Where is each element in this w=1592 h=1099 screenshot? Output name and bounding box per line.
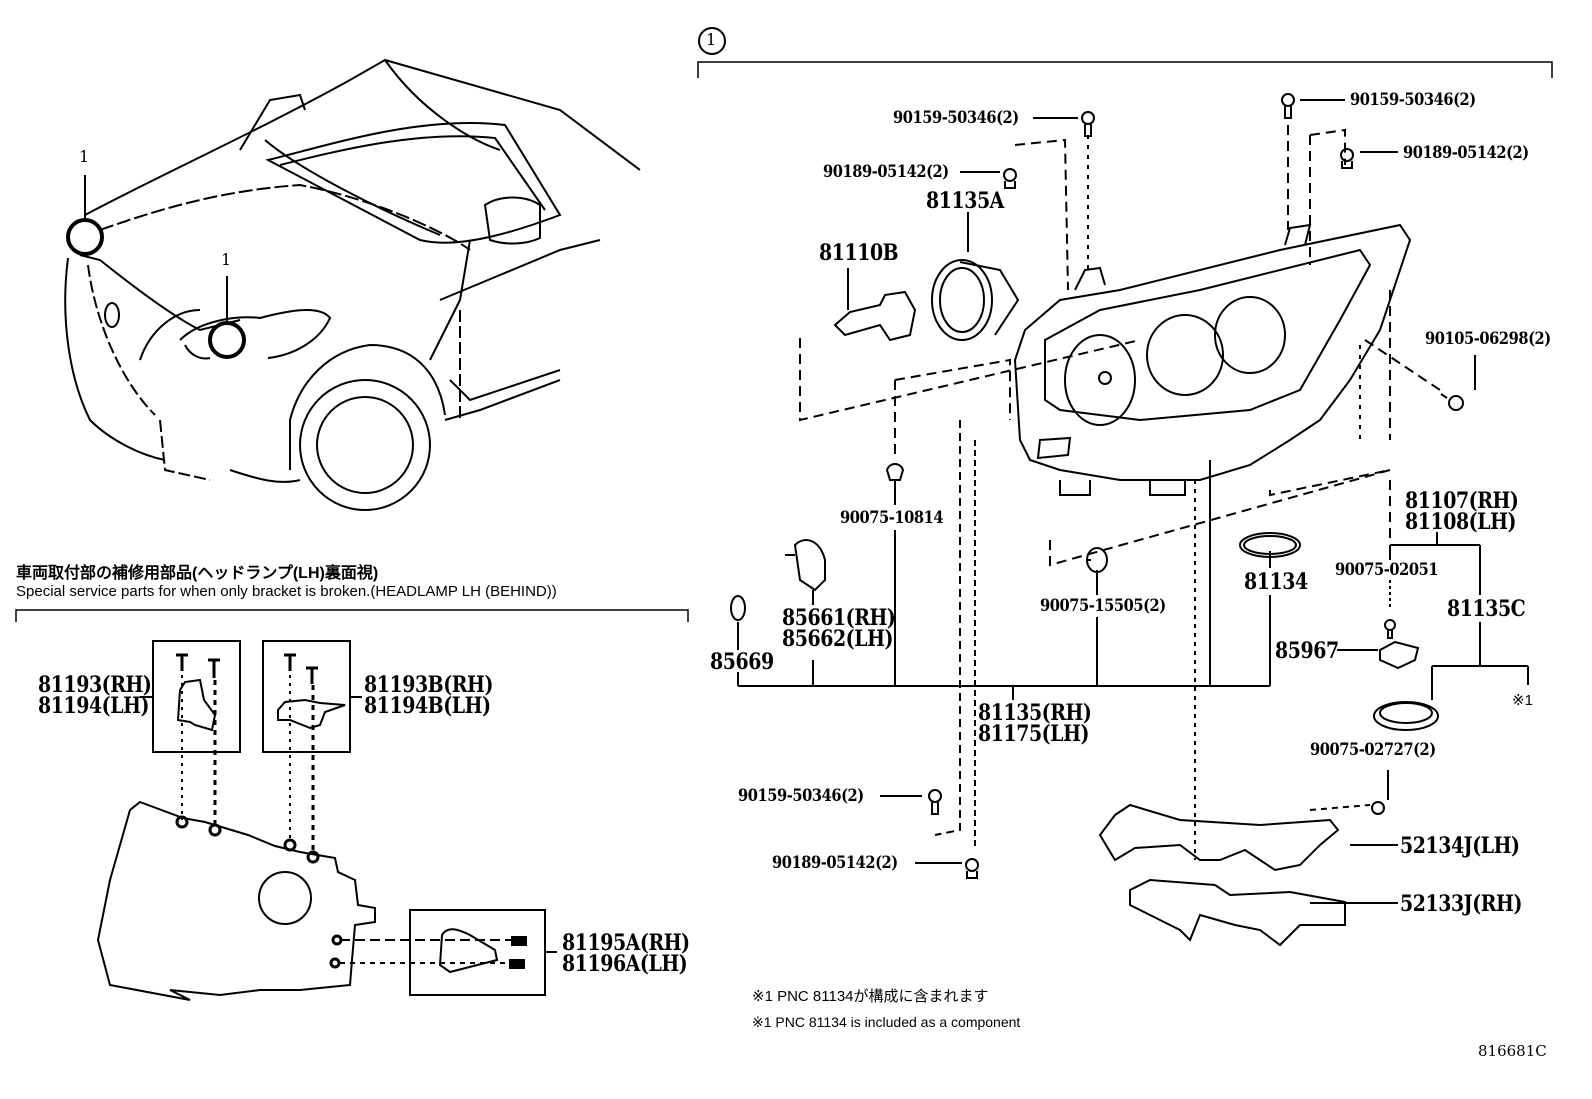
- part-label: 90159-50346(2): [893, 108, 1019, 128]
- part-label: 81193(RH): [38, 672, 152, 698]
- clip-icon: [965, 858, 979, 879]
- footnote-en: ※1 PNC 81134 is included as a component: [752, 1014, 1021, 1030]
- vehicle-callout-1: 1: [79, 147, 90, 166]
- clip-icon: [1340, 148, 1354, 169]
- part-label: 81108(LH): [1405, 509, 1517, 535]
- part-label: 81193B(RH): [364, 672, 494, 698]
- footnote-reference: ※1: [1512, 692, 1533, 709]
- part-label: 90105-06298(2): [1425, 329, 1551, 349]
- part-label: 90075-10814: [840, 508, 944, 528]
- part-label: 90159-50346(2): [738, 786, 864, 806]
- socket-icon: [785, 539, 826, 592]
- screw-icon: [928, 789, 942, 815]
- part-label: 90189-05142(2): [1403, 143, 1529, 163]
- part-label: 90189-05142(2): [772, 853, 898, 873]
- part-label: 52134J(LH): [1400, 833, 1520, 859]
- screw-icon: [1081, 111, 1095, 137]
- part-label: 81110B: [819, 240, 899, 266]
- part-label: 85669: [710, 649, 774, 675]
- part-label: 81107(RH): [1405, 488, 1519, 514]
- vehicle-callout-2: 1: [221, 250, 232, 269]
- headlamp-unit-drawing: [1013, 223, 1412, 496]
- part-label: 85661(RH): [782, 605, 896, 631]
- part-label: 81194(LH): [38, 693, 150, 719]
- part-label: 90159-50346(2): [1350, 90, 1476, 110]
- assembly-callout-icon: [698, 27, 726, 55]
- clip-icon: [1003, 168, 1017, 189]
- part-label: 85967: [1275, 638, 1339, 664]
- bracket-heading-en: Special service parts for when only brac…: [16, 583, 557, 600]
- bracket-detail-box-3: [340, 909, 557, 996]
- bracket-heading-jp: 車両取付部の補修用部品(ヘッドランプ(LH)裏面視): [16, 565, 379, 582]
- bracket-detail-box-1: [140, 640, 241, 825]
- bulb-icon: [833, 290, 917, 342]
- part-label: 81195A(RH): [562, 930, 690, 956]
- part-label: 81175(LH): [978, 721, 1090, 747]
- screw-icon: [1384, 619, 1396, 639]
- bracket-rh-icon: [1129, 878, 1346, 947]
- assembly-frame: [697, 61, 1553, 78]
- part-label: 90189-05142(2): [823, 162, 949, 182]
- bracket-detail-box-2: [262, 640, 362, 850]
- leader-lines: [737, 99, 1529, 904]
- vehicle-illustration: [64, 58, 641, 511]
- part-label: 90075-02727(2): [1310, 740, 1436, 760]
- cover-icon: [1373, 701, 1439, 731]
- assembly-guide-lines: [799, 125, 1441, 860]
- ring-icon: [730, 595, 746, 621]
- part-label: 90075-02051: [1335, 560, 1439, 580]
- bolt-icon: [1440, 393, 1464, 411]
- part-label: 52133J(RH): [1400, 891, 1522, 917]
- gasket-icon: [1239, 532, 1301, 558]
- screw-icon: [1281, 93, 1295, 119]
- part-label: 81135(RH): [978, 700, 1092, 726]
- grommet-icon: [885, 463, 905, 481]
- part-label: 85662(LH): [782, 626, 894, 652]
- bracket-lh-icon: [1098, 803, 1340, 872]
- part-label: 81194B(LH): [364, 693, 491, 719]
- spacer-icon: [1086, 547, 1108, 573]
- part-label: 81196A(LH): [562, 951, 688, 977]
- fastener-icons: [730, 93, 1464, 947]
- assembly-callout: 1: [706, 30, 717, 49]
- diagram-reference-code: 816681C: [1478, 1042, 1547, 1060]
- screw-icon: [1371, 801, 1385, 815]
- part-label: 81135C: [1447, 596, 1526, 622]
- part-label: 81135A: [926, 188, 1004, 214]
- headlamp-back-plate: [96, 800, 376, 1001]
- part-label: 81134: [1244, 569, 1308, 595]
- part-label: 90075-15505(2): [1040, 596, 1166, 616]
- cap-icon: [931, 259, 1020, 341]
- module-icon: [1379, 640, 1420, 670]
- bracket-section-frame: [15, 609, 689, 622]
- footnote-jp: ※1 PNC 81134が構成に含まれます: [752, 988, 989, 1005]
